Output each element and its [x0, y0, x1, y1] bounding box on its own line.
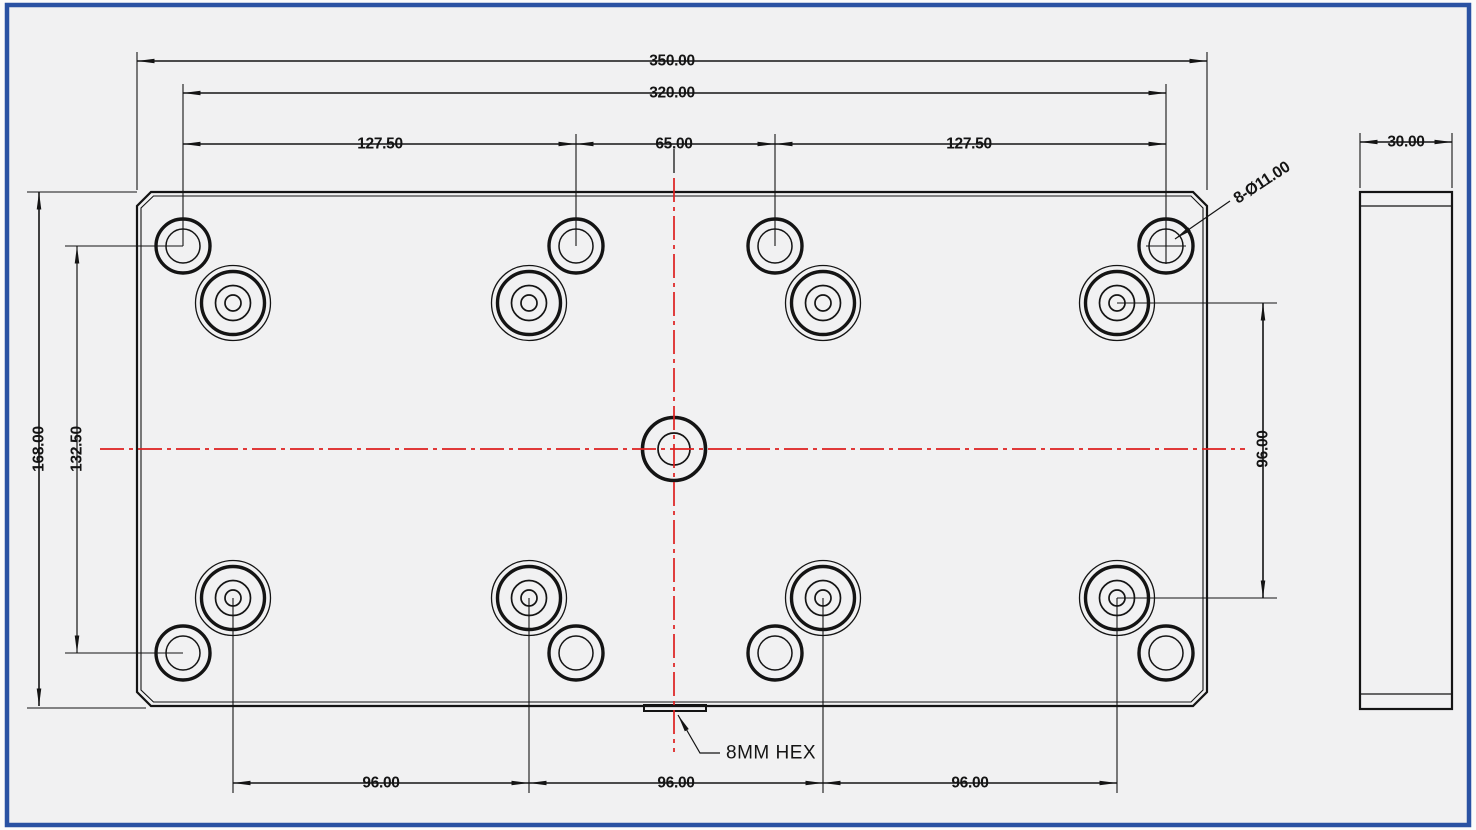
dim-text-cbore-pitch-b: 96.00: [657, 775, 694, 792]
side-view: [1358, 190, 1454, 711]
dim-text-thickness: 30.00: [1387, 134, 1424, 151]
leader-line: [677, 714, 720, 754]
hex-callout: 8MM HEX: [677, 714, 816, 764]
dim-text-bolt-span-height: 132.50: [69, 426, 86, 472]
dim-text-center-span: 65.00: [655, 136, 692, 153]
centerlines: [100, 178, 1245, 752]
dim-text-overall-width: 350.00: [649, 53, 695, 70]
dim-overall-width: 350.00: [136, 52, 1208, 190]
dim-text-bolt-span-width: 320.00: [649, 85, 695, 102]
dim-cbore-pitches: 96.00 96.00 96.00: [232, 598, 1118, 793]
dim-text-cbore-span-v: 96.00: [1255, 430, 1272, 467]
dim-text-cbore-pitch-c: 96.00: [951, 775, 988, 792]
dim-text-overall-height: 168.00: [31, 426, 48, 472]
dim-hole-offsets: 127.50 65.00 127.50: [183, 134, 1166, 246]
plate-outline: [135, 190, 1209, 708]
dim-text-offset-right: 127.50: [946, 136, 992, 153]
side-view-outline: [1358, 190, 1454, 711]
dimensions: 350.00 320.00 127.50 65.00 127.50 30.00: [27, 52, 1453, 793]
dim-cbore-span-vertical: 96.00: [1117, 302, 1277, 599]
dim-bolt-span-width: 320.00: [182, 84, 1167, 246]
drawing-frame: [4, 2, 1472, 828]
dim-overall-height: 168.00: [27, 191, 146, 709]
leader-line: [1174, 200, 1231, 240]
dim-thickness: 30.00: [1359, 133, 1453, 188]
dim-text-cbore-pitch-a: 96.00: [362, 775, 399, 792]
dim-text-offset-left: 127.50: [357, 136, 403, 153]
hex-callout-text: 8MM HEX: [726, 743, 816, 764]
hex-notch: [643, 704, 707, 712]
plate-inner-outline: [140, 195, 1204, 703]
dim-bolt-span-height: 132.50: [65, 245, 183, 654]
